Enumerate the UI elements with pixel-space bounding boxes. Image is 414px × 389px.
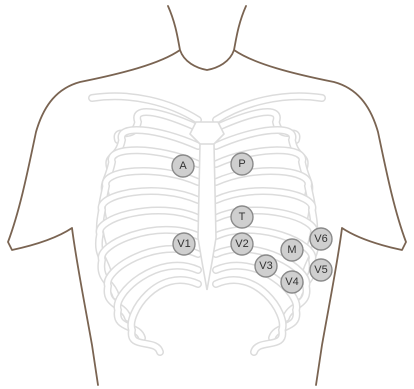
marker-T[interactable]: T <box>231 206 253 228</box>
marker-V5-label: V5 <box>314 264 327 276</box>
marker-P-label: P <box>238 158 245 170</box>
left-rib-10-inner <box>131 280 198 352</box>
marker-M-label: M <box>287 244 296 256</box>
right-ribs <box>216 112 315 352</box>
marker-M[interactable]: M <box>281 239 303 261</box>
marker-V4[interactable]: V4 <box>281 271 303 293</box>
marker-T-label: T <box>239 211 246 223</box>
marker-A[interactable]: A <box>172 155 194 177</box>
marker-A-label: A <box>179 160 187 172</box>
marker-V3-label: V3 <box>259 260 272 272</box>
marker-V6-label: V6 <box>314 233 327 245</box>
marker-V3[interactable]: V3 <box>255 255 277 277</box>
marker-V1[interactable]: V1 <box>173 233 195 255</box>
marker-V5[interactable]: V5 <box>310 259 332 281</box>
left-ribs <box>99 112 198 352</box>
marker-V4-label: V4 <box>285 276 298 288</box>
rib-cage <box>92 96 322 352</box>
marker-V2[interactable]: V2 <box>231 233 253 255</box>
marker-V6[interactable]: V6 <box>310 228 332 250</box>
marker-V1-label: V1 <box>177 238 190 250</box>
marker-V2-label: V2 <box>235 238 248 250</box>
right-rib-10-inner <box>216 280 283 352</box>
marker-P[interactable]: P <box>231 153 253 175</box>
